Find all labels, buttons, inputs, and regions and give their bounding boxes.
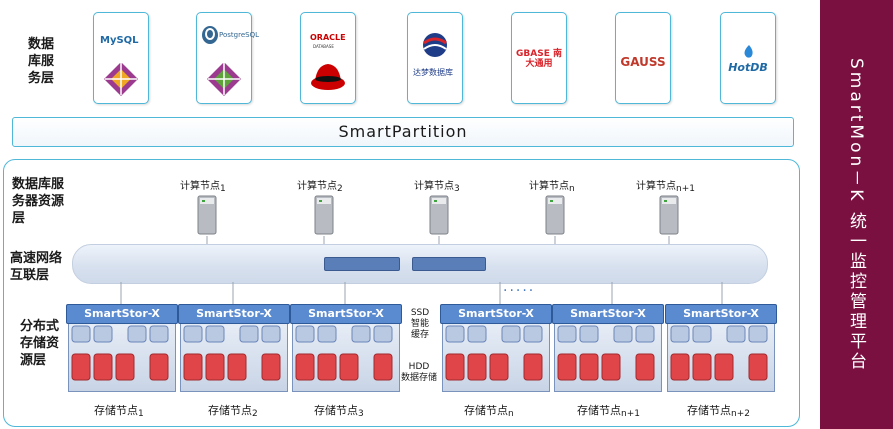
compute-node-label: 计算节点2 [297,181,343,194]
hotdb-card: HotDB [720,12,776,104]
redhat-icon [311,64,345,90]
disk-array-icon [71,325,169,381]
platform-panel: SmartMon－K 统一监控管理平台 [820,0,893,429]
smartstor-label: SmartStor-X [66,304,178,324]
storage-node-label: 存储节点1 [94,404,144,419]
mysql-card: MySQL [93,12,149,104]
storage-node-label: 存储节点n [464,404,514,419]
smartstor-label: SmartStor-X [290,304,402,324]
disk-array-icon [670,325,768,381]
gbase-logo: GBASE 南大通用 [516,49,562,69]
smartstor-label: SmartStor-X [178,304,290,324]
ellipsis-dots: ····· [503,283,536,299]
compute-node-label: 计算节点1 [180,181,226,194]
server-icon [545,195,565,235]
oracle-logo: ORACLE [310,33,346,42]
storage-node-unit: SmartStor-X [665,304,777,392]
compute-node-label: 计算节点n [529,181,575,194]
compute-node-label: 计算节点3 [414,181,460,194]
storage-node-label: 存储节点n+1 [577,404,640,419]
platform-title: SmartMon－K 统一监控管理平台 [846,57,866,372]
distributed-storage-layer-label: 分布式存储资源层 [20,319,60,368]
server-icon [429,195,449,235]
ssd-tier-label: SSD 智能 缓存 [410,308,430,340]
db-server-resource-layer-label: 数据库服务器资源层 [12,177,65,226]
hdd-tier-label: HDD 数据存储 [400,362,437,383]
dameng-logo-icon [423,33,447,57]
disk-array-icon [445,325,543,381]
disk-array-icon [295,325,393,381]
gauss-logo: GAUSS [620,55,666,69]
centos-icon [207,63,241,96]
smartstor-label: SmartStor-X [552,304,664,324]
compute-node-label: 计算节点n+1 [636,181,695,194]
smartstor-label: SmartStor-X [665,304,777,324]
oracle-card: ORACLE DATABASE [300,12,356,104]
postgresql-logo: PostgreSQL [219,31,259,39]
dameng-logo: 达梦数据库 [413,68,453,77]
server-icon [659,195,679,235]
server-icon [314,195,334,235]
disk-array-icon [557,325,655,381]
db-service-layer-label: 数据库服务层 [28,37,55,86]
gauss-card: GAUSS [615,12,671,104]
storage-node-unit: SmartStor-X [552,304,664,392]
hotdb-drop-icon [744,45,753,58]
smartpartition-bar: SmartPartition [12,117,794,147]
hotdb-logo: HotDB [728,61,768,74]
postgresql-card: PostgreSQL [196,12,259,104]
dameng-card: 达梦数据库 [407,12,463,104]
disk-array-icon [183,325,281,381]
storage-node-unit: SmartStor-X [290,304,402,392]
smartstor-label: SmartStor-X [440,304,552,324]
storage-node-label: 存储节点n+2 [687,404,750,419]
storage-node-unit: SmartStor-X [440,304,552,392]
switch-icon [412,257,486,271]
switch-icon [324,257,400,271]
storage-node-label: 存储节点2 [208,404,258,419]
storage-node-unit: SmartStor-X [66,304,178,392]
mysql-logo: MySQL [100,35,139,46]
centos-icon [104,63,138,96]
server-icon [197,195,217,235]
storage-node-unit: SmartStor-X [178,304,290,392]
postgresql-elephant-icon [202,26,218,44]
storage-node-label: 存储节点3 [314,404,364,419]
gbase-card: GBASE 南大通用 [511,12,567,104]
network-layer-label: 高速网络互联层 [10,251,63,283]
